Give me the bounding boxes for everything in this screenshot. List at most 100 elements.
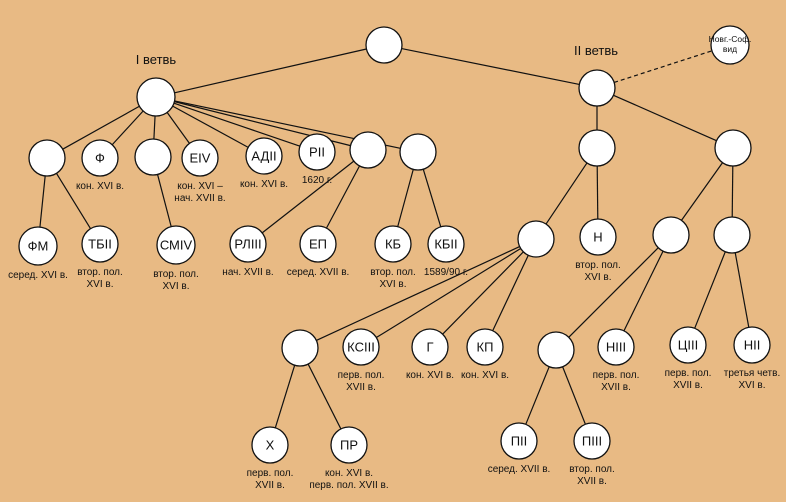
node-label-nsv: Новг.-Соф.вид [709, 34, 752, 54]
edge-x-parent-x [274, 365, 296, 428]
node-date-line: втор. пол. [569, 464, 615, 475]
node-date-x: перв. пол.XVII в. [247, 468, 294, 491]
edge-rliii-parent-rliii [261, 160, 355, 234]
node-b2-left [578, 129, 616, 167]
node-rii [298, 133, 336, 171]
node-tbii [81, 225, 119, 263]
node-x [251, 426, 289, 464]
node-ep [299, 225, 337, 263]
node-date-line: перв. пол. [593, 370, 640, 381]
node-date-pii: серед. XVII в. [488, 464, 551, 475]
node-tsiii [669, 326, 707, 364]
node-label-eiv: ЕIV [190, 151, 211, 166]
edge-root-b1 [174, 48, 367, 94]
node-niii [597, 328, 635, 366]
node-nsv [710, 25, 750, 65]
node-date-line: серед. XVII в. [488, 464, 551, 475]
node-label-cmiv: СМIV [160, 238, 193, 253]
node-label-line: Новг.-Соф. [709, 34, 752, 44]
node-piii-parent [537, 331, 575, 369]
node-label-pr: ПР [340, 438, 358, 453]
edge-b2-b2-right [613, 94, 717, 142]
node-n [579, 218, 617, 256]
edge-b2-left-b2-ll [545, 162, 588, 225]
edge-b2-rl-piii-parent [568, 247, 659, 338]
node-date-rliii: нач. XVII в. [222, 267, 273, 278]
edge-b2-ll-g [442, 251, 524, 335]
edge-b2-ll-kp [492, 255, 529, 331]
node-date-line: втор. пол. [370, 267, 416, 278]
edge-x-parent-pr [307, 363, 342, 430]
node-date-kb: втор. пол.XVI в. [370, 267, 416, 290]
node-date-kbii: 1589/90 г. [424, 267, 468, 278]
edge-b2-nsv-dashed [613, 50, 713, 84]
node-date-line: нач. XVII в. [174, 193, 225, 204]
node-fm-parent [28, 139, 66, 177]
node-kb-parent [399, 133, 437, 171]
edge-b2-ll-x-parent [316, 246, 520, 341]
edge-rliii-parent-ep [325, 165, 361, 229]
node-adii [245, 137, 283, 175]
node-date-ksiii: перв. пол.XVII в. [338, 370, 385, 393]
edge-fm-parent-tbii [55, 173, 92, 229]
edge-b2-ll-ksiii [376, 247, 521, 339]
node-date-line: XVII в. [673, 380, 703, 391]
node-kbii [427, 225, 465, 263]
node-date-f: кон. XVI в. [76, 181, 124, 192]
node-date-g: кон. XVI в. [406, 370, 454, 381]
node-date-line: нач. XVII в. [222, 267, 273, 278]
node-label-f: Ф [95, 151, 105, 166]
edge-b2-rr-nii [734, 252, 750, 328]
edge-fm-parent-fm [39, 175, 46, 228]
edge-b1-rii [173, 102, 301, 147]
edge-b1-cmiv-parent [153, 115, 156, 140]
node-date-line: втор. пол. [575, 260, 621, 271]
node-piii [573, 422, 611, 460]
node-label-rliii: РЛIII [234, 237, 261, 252]
node-date-tbii: втор. пол.XVI в. [77, 267, 123, 290]
node-b2-rl [652, 216, 690, 254]
node-label-kb: КБ [385, 237, 401, 252]
node-pr [330, 426, 368, 464]
node-date-line: XVI в. [585, 272, 612, 283]
node-date-line: XVI в. [163, 281, 190, 292]
node-rliii [229, 225, 267, 263]
edge-b1-adii [172, 105, 249, 148]
node-label-piii: ПIII [582, 434, 602, 449]
node-date-tsiii: перв. пол.XVII в. [665, 368, 712, 391]
node-rliii-parent [349, 131, 387, 169]
node-date-line: третья четв. [724, 368, 780, 379]
node-g [411, 328, 449, 366]
node-eiv [181, 139, 219, 177]
node-date-line: XVI в. [739, 380, 766, 391]
node-label-nii: НII [744, 338, 761, 353]
node-date-line: перв. пол. [665, 368, 712, 379]
node-date-nii: третья четв.XVI в. [724, 368, 780, 391]
node-date-line: кон. XVI в. [76, 181, 124, 192]
node-date-line: кон. XVI – [177, 181, 223, 192]
node-label-line: вид [723, 44, 737, 54]
node-nii [733, 326, 771, 364]
node-label-tbii: ТБII [88, 237, 112, 252]
node-date-line: втор. пол. [77, 267, 123, 278]
node-date-adii: кон. XVI в. [240, 179, 288, 190]
node-date-line: серед. XVI в. [8, 270, 68, 281]
edge-b2-rl-niii [623, 250, 664, 332]
node-f [81, 139, 119, 177]
node-date-line: XVII в. [577, 476, 607, 487]
node-label-pii: ПII [511, 434, 528, 449]
node-date-line: кон. XVI в. [461, 370, 509, 381]
edge-b2-left-n [596, 165, 599, 220]
node-date-line: XVII в. [346, 382, 376, 393]
node-kb [374, 225, 412, 263]
node-date-fm: серед. XVI в. [8, 270, 68, 281]
edge-cmiv-parent-cmiv [156, 174, 172, 227]
node-date-line: XVII в. [255, 480, 285, 491]
node-date-cmiv: втор. пол.XVI в. [153, 269, 199, 292]
node-cmiv-parent [134, 138, 172, 176]
node-label-fm: ФМ [28, 239, 49, 254]
node-date-line: перв. пол. [247, 468, 294, 479]
edge-kb-parent-kbii [422, 169, 442, 227]
